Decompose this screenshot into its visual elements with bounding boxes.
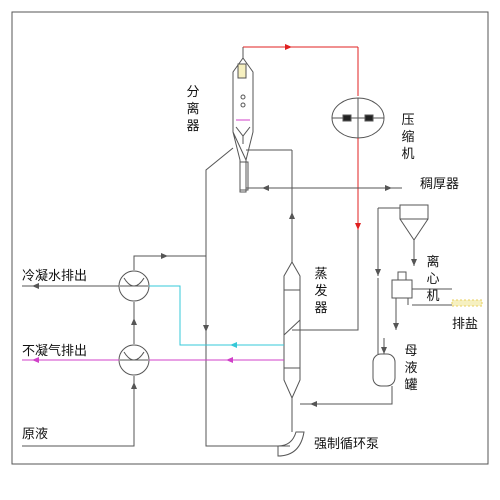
circulation-pump: [277, 431, 305, 457]
preheater-lower: [118, 344, 150, 376]
centrifuge: [391, 271, 413, 305]
compressor: [331, 97, 385, 139]
salt-discharge-label: 排盐: [452, 317, 479, 332]
thickener: [399, 204, 429, 262]
preheater-upper: [118, 270, 150, 302]
separator-label: 分离器: [186, 85, 200, 134]
condensate-outlet-label: 冷凝水排出: [22, 269, 88, 284]
evaporator-label: 蒸发器: [314, 267, 328, 316]
pump-label: 强制循环泵: [314, 437, 380, 452]
raw-liquid-label: 原液: [22, 427, 49, 442]
mother-liquor-tank: [372, 353, 396, 387]
centrifuge-label: 离心机: [426, 255, 440, 304]
compressor-label: 压缩机: [401, 113, 415, 162]
thickener-label: 稠厚器: [420, 177, 460, 192]
diagram-border: [11, 11, 489, 465]
mother-liquor-tank-label: 母液罐: [404, 344, 418, 393]
separator-vessel: [232, 47, 254, 193]
noncondensable-outlet-label: 不凝气排出: [22, 344, 88, 359]
